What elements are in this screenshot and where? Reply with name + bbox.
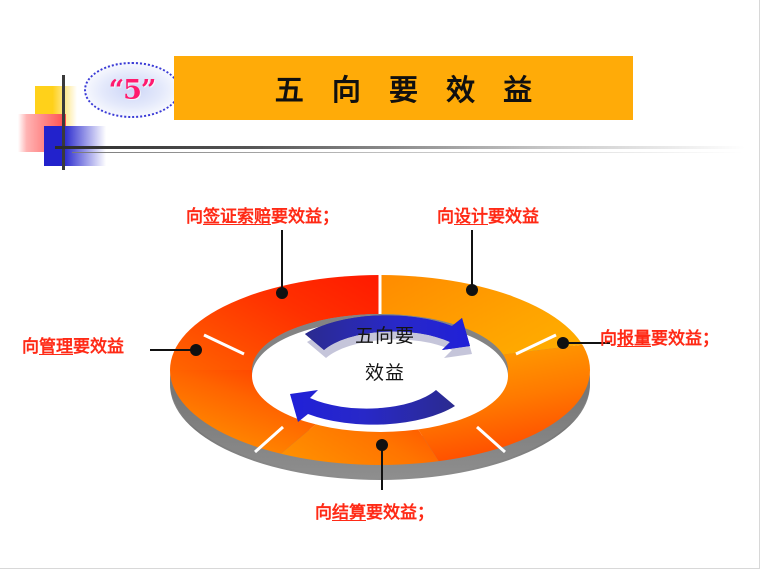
callout-left-keyword: 管理 bbox=[39, 337, 73, 357]
callout-right-prefix: 向 bbox=[600, 329, 617, 349]
callout-top-left-keyword: 签证索赔 bbox=[203, 207, 271, 227]
callout-top-right: 向设计要效益 bbox=[437, 208, 539, 227]
callout-top-left-suffix: 要效益； bbox=[271, 207, 339, 227]
five-badge: “5” bbox=[84, 62, 180, 118]
callout-bottom-keyword: 结算 bbox=[332, 503, 366, 523]
callout-top-left-prefix: 向 bbox=[186, 207, 203, 227]
callout-left: 向管理要效益 bbox=[22, 338, 124, 357]
callout-bottom-prefix: 向 bbox=[315, 503, 332, 523]
cycle-diagram bbox=[0, 180, 760, 569]
callout-connectors bbox=[150, 230, 610, 490]
callout-right-keyword: 报量 bbox=[617, 329, 651, 349]
center-line-1: 五向要 bbox=[354, 325, 415, 347]
callout-left-suffix: 要效益 bbox=[73, 337, 124, 357]
segment-dividers bbox=[203, 275, 557, 454]
decor-vertical-rule bbox=[62, 75, 65, 170]
decor-horizontal-rule-thin bbox=[72, 152, 744, 153]
title-banner: 五 向 要 效 益 bbox=[174, 56, 633, 120]
callout-right: 向报量要效益； bbox=[600, 330, 719, 349]
segment-bottom bbox=[250, 370, 470, 510]
center-line-2: 效益 bbox=[364, 362, 405, 385]
callout-top-right-suffix: 要效益 bbox=[488, 207, 539, 227]
donut-segments bbox=[120, 240, 640, 510]
five-badge-label: “5” bbox=[108, 74, 157, 106]
callout-bottom: 向结算要效益； bbox=[315, 504, 434, 523]
callout-left-prefix: 向 bbox=[22, 337, 39, 357]
callout-bottom-suffix: 要效益； bbox=[366, 503, 434, 523]
diagram-center-text: 五向要 效益 bbox=[300, 318, 470, 392]
callout-right-suffix: 要效益； bbox=[651, 329, 719, 349]
callout-top-right-prefix: 向 bbox=[437, 207, 454, 227]
cycle-arrow-bottom bbox=[290, 390, 455, 425]
decor-horizontal-rule bbox=[55, 146, 745, 149]
callout-top-left: 向签证索赔要效益； bbox=[186, 208, 339, 227]
page-title: 五 向 要 效 益 bbox=[274, 73, 542, 107]
callout-top-right-keyword: 设计 bbox=[454, 207, 488, 227]
